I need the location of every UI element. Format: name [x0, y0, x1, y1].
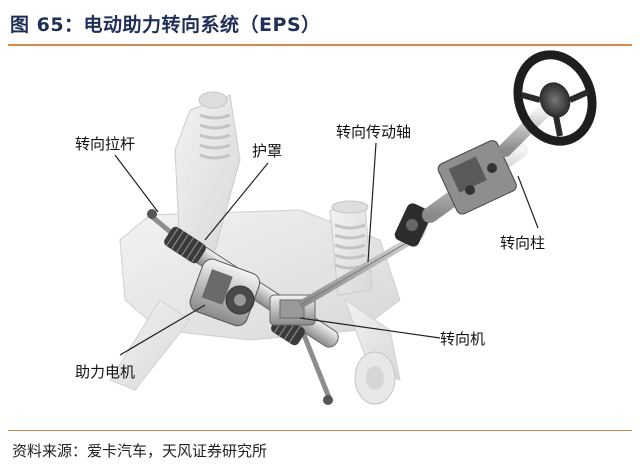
label-boot: 护罩: [252, 142, 282, 160]
source-note: 资料来源：爱卡汽车，天风证券研究所: [12, 442, 268, 460]
label-steering-column: 转向柱: [500, 234, 545, 252]
title-rule: [8, 44, 632, 46]
leader-lines: [114, 142, 539, 356]
assist-motor: [189, 258, 261, 327]
label-assist-motor: 助力电机: [75, 363, 135, 381]
steering-column: [422, 103, 552, 223]
figure-title: 图 65：电动助力转向系统（EPS）: [10, 14, 321, 36]
steering-wheel: [513, 50, 597, 146]
label-tie-rod: 转向拉杆: [75, 135, 135, 153]
label-steering-gear: 转向机: [440, 330, 485, 348]
label-intermediate-shaft: 转向传动轴: [336, 123, 411, 141]
source-rule: [8, 430, 632, 431]
